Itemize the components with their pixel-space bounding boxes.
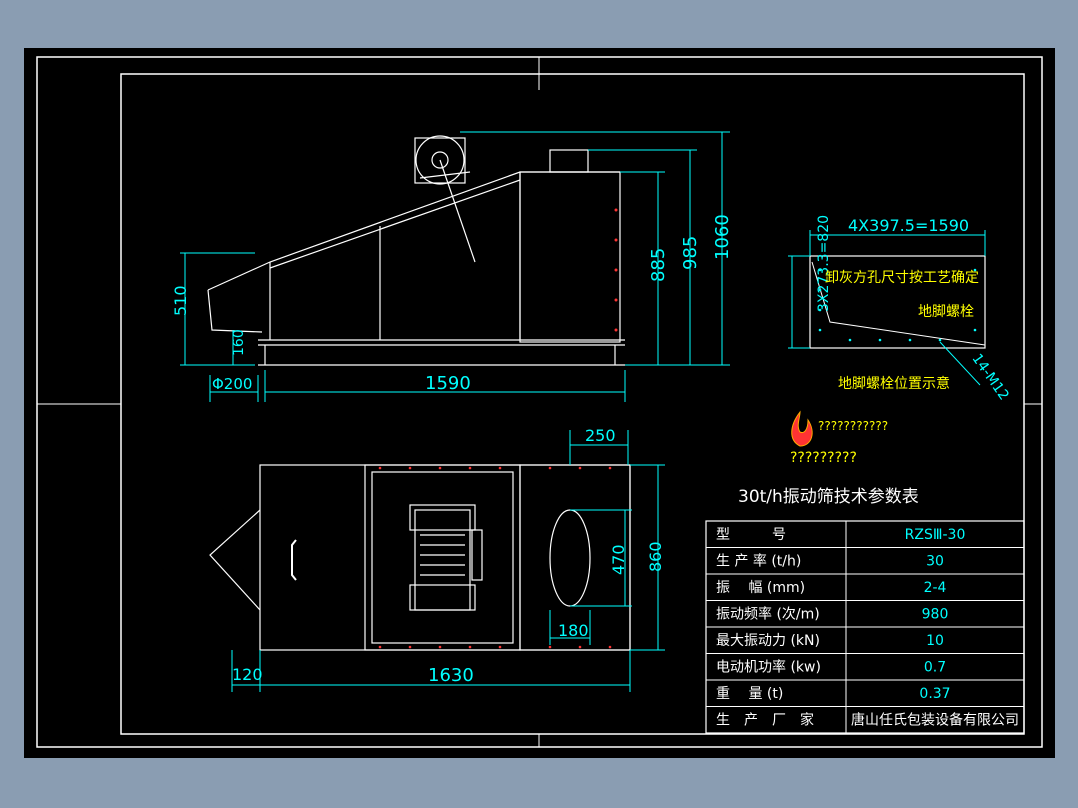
plan-view-dim-text: 250 470 860 180 120 1630	[232, 426, 665, 686]
dim-885: 885	[648, 248, 669, 282]
motor-icon	[415, 135, 465, 185]
spec-value: 980	[922, 607, 949, 623]
spec-table: 型 号 RZSⅢ-30 生 产 率 (t/h) 30 振 幅 (mm) 2-4 振动频率 (…	[705, 520, 1025, 734]
dim-d200: Φ200	[212, 375, 252, 393]
spec-label: 生 产 厂 家	[716, 712, 814, 729]
flame-icon	[791, 410, 813, 447]
dim-160: 160	[231, 329, 247, 356]
drawing-area	[24, 48, 1055, 758]
spec-value: 唐山任氏包装设备有限公司	[851, 712, 1019, 729]
center-marks	[37, 57, 1042, 747]
dim-250: 250	[585, 426, 616, 445]
logo-line2: ?????????	[790, 450, 857, 466]
side-view-dimensions	[180, 131, 730, 402]
dim-860: 860	[646, 541, 665, 572]
dim-470: 470	[609, 544, 628, 575]
dim-4x397: 4X397.5=1590	[848, 216, 969, 235]
logo: ??????????? ?????????	[790, 410, 888, 466]
foundation-caption: 地脚螺栓位置示意	[838, 375, 950, 392]
logo-line1: ???????????	[818, 419, 888, 433]
spec-value: 0.37	[919, 686, 950, 702]
note-hole: 卸灰方孔尺寸按工艺确定	[825, 270, 979, 286]
spec-label: 电动机功率 (kw)	[716, 659, 821, 676]
spec-label: 振 幅 (mm)	[716, 580, 805, 596]
plan-view-dimensions	[231, 430, 665, 692]
spec-value: 0.7	[924, 660, 946, 676]
spec-label: 最大振动力 (kN)	[716, 633, 820, 649]
spec-value: 10	[926, 633, 944, 649]
spec-value: RZSⅢ-30	[905, 527, 966, 543]
side-view-dim-text: 510 160 Φ200 1590 885 985 1060	[171, 214, 733, 394]
spec-label: 振动频率 (次/m)	[716, 606, 820, 623]
dim-3x273: 3X273.3=820	[816, 215, 832, 312]
spec-label: 型 号	[716, 527, 786, 543]
dim-180: 180	[558, 621, 589, 640]
dim-120: 120	[232, 665, 263, 684]
spec-table-title: 30t/h振动筛技术参数表	[738, 487, 919, 507]
side-view	[207, 135, 625, 366]
dim-985: 985	[680, 236, 701, 270]
dim-1590: 1590	[425, 373, 471, 394]
dim-510: 510	[171, 285, 190, 316]
side-view-marks	[614, 208, 618, 332]
spec-value: 2-4	[924, 580, 947, 596]
spec-value: 30	[926, 554, 944, 570]
spec-label: 重 量 (t)	[716, 686, 783, 702]
dim-1630: 1630	[428, 665, 474, 686]
spec-label: 生 产 率 (t/h)	[716, 553, 801, 570]
plan-view-marks	[378, 466, 612, 649]
note-bolt: 地脚螺栓	[918, 304, 974, 320]
spec-rows: 型 号 RZSⅢ-30 生 产 率 (t/h) 30 振 幅 (mm) 2-4 振动频率 (…	[706, 527, 1024, 729]
foundation-sketch	[788, 230, 986, 386]
dim-1060: 1060	[712, 214, 733, 260]
